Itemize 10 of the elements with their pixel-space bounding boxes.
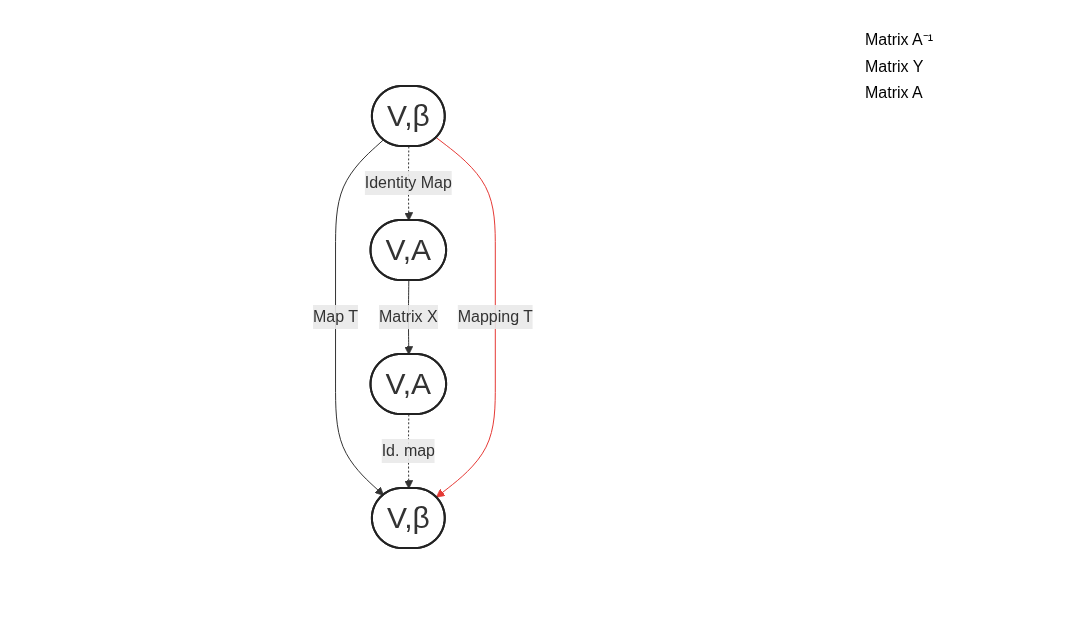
edge-label: Identity Map — [364, 173, 452, 191]
note-label: Matrix A — [865, 84, 924, 102]
arrow — [334, 138, 384, 496]
edge-label: Map T — [312, 307, 358, 325]
arrow — [435, 136, 496, 498]
note-label: Matrix Y — [865, 58, 925, 76]
edge-label: Matrix X — [378, 307, 438, 325]
edge-label: Id. map — [381, 441, 435, 459]
note-label: Matrix A⁻¹ — [865, 30, 935, 50]
edge-label: Mapping T — [457, 307, 533, 325]
